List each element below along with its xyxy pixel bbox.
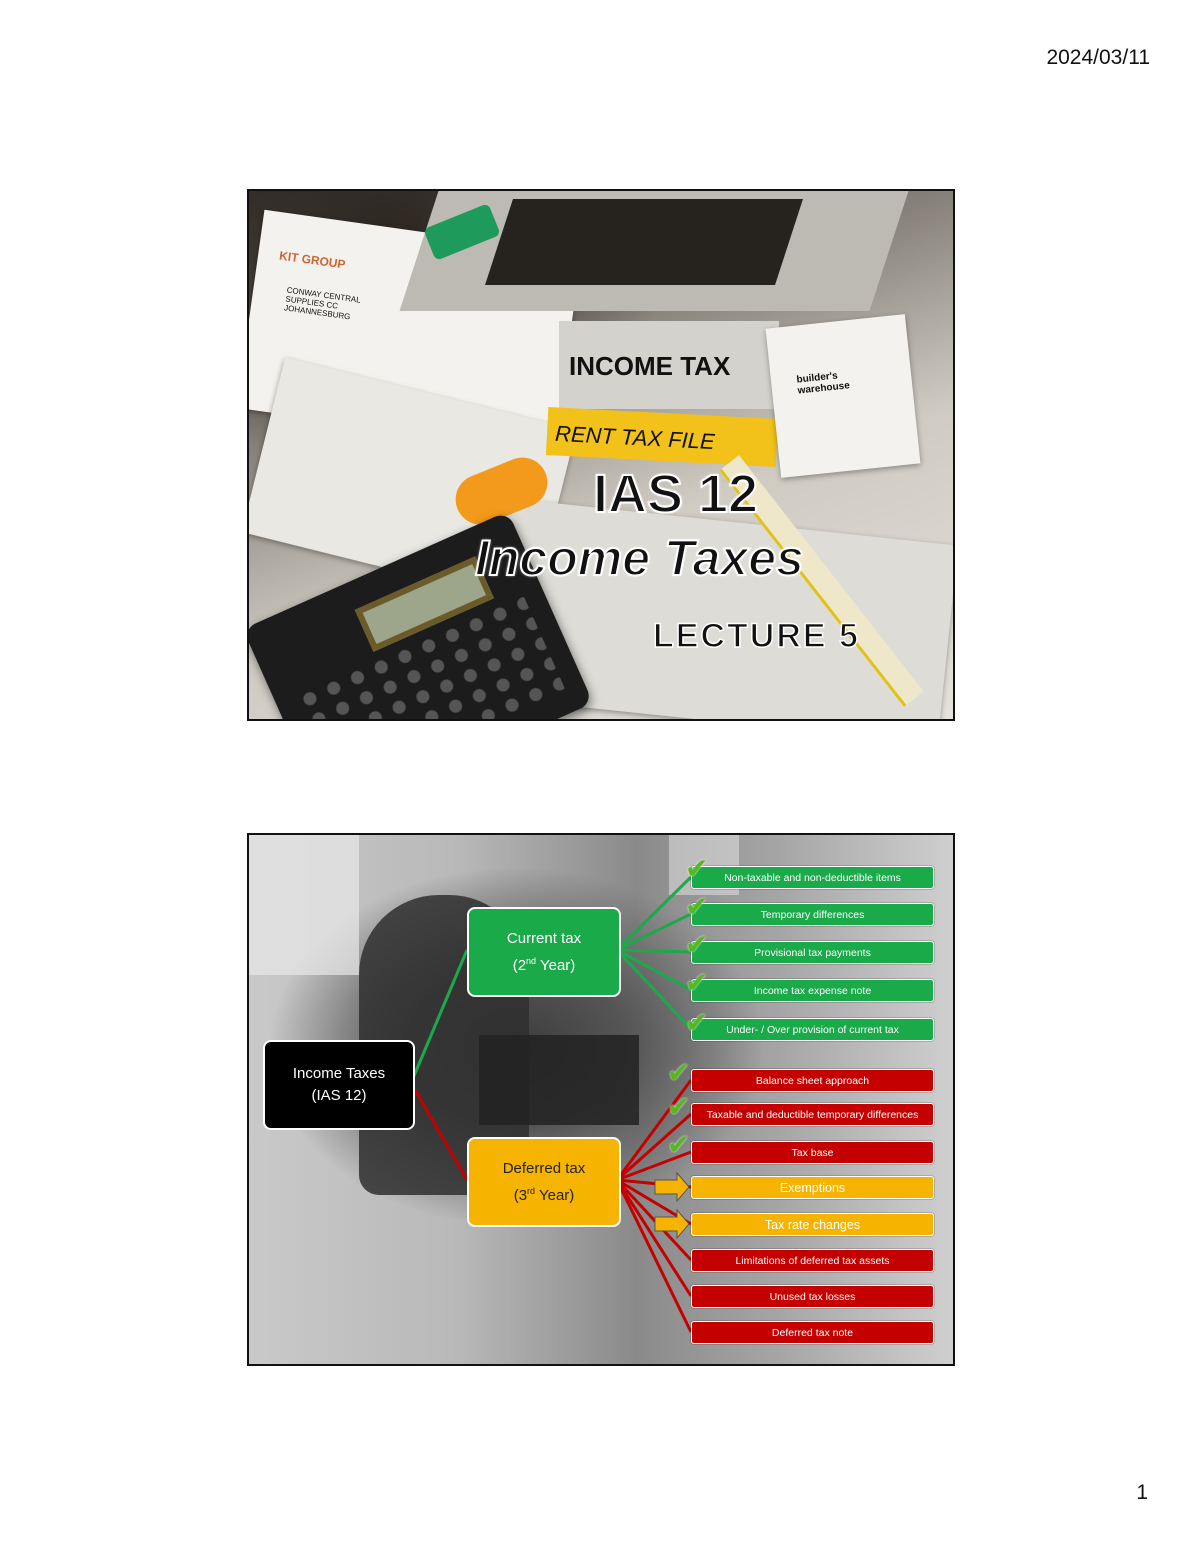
node-current-tax-year: (2nd Year) <box>512 955 576 974</box>
line-root-current <box>409 949 469 1084</box>
slide-title-main: IAS 12 <box>592 463 759 525</box>
node-income-taxes: Income Taxes (IAS 12) <box>263 1040 415 1130</box>
deferred-item: Taxable and deductible temporary differe… <box>691 1103 934 1126</box>
node-current-tax-label: Current tax <box>506 929 582 947</box>
line-deferred-8 <box>615 1179 693 1333</box>
line-current-1 <box>615 875 693 952</box>
node-income-taxes-label: Income Taxes <box>292 1065 386 1082</box>
header-date: 2024/03/11 <box>1046 46 1150 69</box>
book-income-tax-label: INCOME TAX <box>569 351 731 381</box>
line-deferred-7 <box>615 1179 693 1297</box>
check-icon: ✔ <box>685 928 709 961</box>
line-root-deferred <box>409 1082 469 1181</box>
slide-title: KIT GROUP CONWAY CENTRAL SUPPLIES CC JOH… <box>247 189 955 721</box>
deferred-item: Balance sheet approach <box>691 1069 934 1092</box>
node-deferred-tax-label: Deferred tax <box>502 1159 586 1177</box>
arrow-tax-rate-icon <box>654 1208 690 1240</box>
check-icon: ✔ <box>667 1090 691 1123</box>
current-item: Under- / Over provision of current tax <box>691 1018 934 1041</box>
window-light <box>249 835 359 975</box>
node-deferred-tax-year: (3rd Year) <box>513 1185 575 1204</box>
line-current-5 <box>615 948 693 1031</box>
line-current-2 <box>616 912 692 952</box>
check-icon: ✔ <box>667 1128 691 1161</box>
current-item: Income tax expense note <box>691 979 934 1002</box>
deferred-item: Deferred tax note <box>691 1321 934 1344</box>
check-icon: ✔ <box>667 1056 691 1089</box>
current-item: Non-taxable and non-deductible items <box>691 866 934 889</box>
line-deferred-6 <box>615 1178 693 1262</box>
receipt <box>765 314 921 478</box>
current-item: Temporary differences <box>691 903 934 926</box>
deferred-item: Unused tax losses <box>691 1285 934 1308</box>
arrow-exemptions-icon <box>654 1171 690 1203</box>
current-item: Provisional tax payments <box>691 941 934 964</box>
keyboard-shape <box>479 1035 639 1125</box>
line-deferred-3 <box>616 1150 692 1182</box>
node-deferred-tax: Deferred tax (3rd Year) <box>467 1137 621 1227</box>
check-icon: ✔ <box>685 852 709 885</box>
deferred-item: Limitations of deferred tax assets <box>691 1249 934 1272</box>
lecture-label: LECTURE 5 <box>652 616 860 656</box>
book-cover-dark-panel <box>485 199 803 285</box>
node-income-taxes-standard: (IAS 12) <box>311 1087 367 1104</box>
page-number: 1 <box>1136 1481 1148 1504</box>
deferred-item: Exemptions <box>691 1176 934 1199</box>
line-deferred-2 <box>616 1112 692 1182</box>
check-icon: ✔ <box>685 890 709 923</box>
line-current-3 <box>616 948 692 954</box>
slide-overview: Income Taxes (IAS 12) Current tax (2nd Y… <box>247 833 955 1366</box>
check-icon: ✔ <box>685 966 709 999</box>
connector-lines <box>409 875 693 1333</box>
check-icon: ✔ <box>685 1006 709 1039</box>
book-income-tax <box>559 321 779 409</box>
slide-title-sub: Income Taxes <box>474 529 805 587</box>
line-current-4 <box>616 948 692 992</box>
deferred-item: Tax base <box>691 1141 934 1164</box>
node-current-tax: Current tax (2nd Year) <box>467 907 621 997</box>
deferred-item: Tax rate changes <box>691 1213 934 1236</box>
line-deferred-1 <box>615 1079 693 1181</box>
